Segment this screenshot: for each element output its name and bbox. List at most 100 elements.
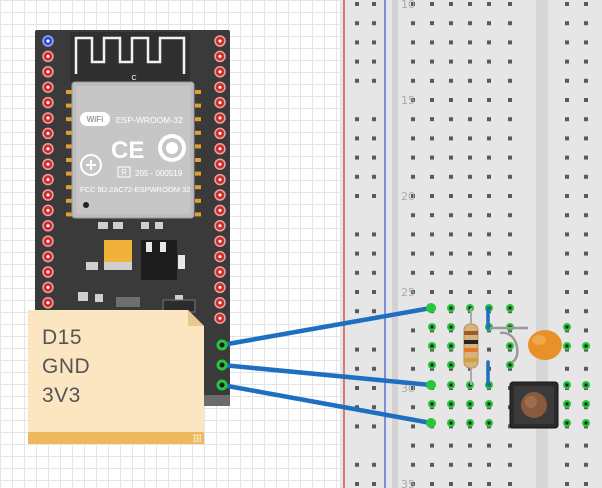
hole <box>508 194 512 198</box>
rail-hole <box>355 21 359 26</box>
note-body <box>28 310 204 432</box>
wire-gnd[interactable] <box>219 362 434 388</box>
resize-grip-icon[interactable] <box>193 434 201 442</box>
connected-hole-center <box>468 402 472 406</box>
rail-hole <box>355 405 359 410</box>
hole <box>487 117 491 122</box>
wire-d15[interactable] <box>219 305 434 348</box>
hole <box>487 21 491 26</box>
hole <box>584 136 588 141</box>
hole <box>508 251 512 256</box>
hole <box>430 232 434 237</box>
hole <box>584 270 588 275</box>
chip-pin <box>178 255 185 269</box>
wire-endpoint-board-center <box>219 362 225 368</box>
pin-right-center <box>218 54 222 58</box>
hole <box>584 59 588 64</box>
hole <box>584 21 588 26</box>
hole <box>468 117 472 122</box>
breadboard-center-channel <box>536 0 548 488</box>
rail-hole <box>355 270 359 275</box>
connected-hole-center <box>565 421 569 425</box>
hole <box>411 270 415 275</box>
breadboard-divider <box>392 0 398 488</box>
hole <box>411 462 415 467</box>
antenna-trace <box>74 36 186 74</box>
hole <box>411 251 415 256</box>
connected-hole-center <box>430 363 434 367</box>
pushbutton[interactable] <box>509 381 559 429</box>
connected-hole-center <box>449 344 453 348</box>
hole <box>468 78 472 83</box>
pin-right-center <box>218 131 222 135</box>
wire-endpoint-breadboard <box>426 303 436 313</box>
hole <box>411 40 415 45</box>
chip-pin <box>146 242 152 252</box>
fcc-id: FCC 9D:2AC72-ESPWROOM 32 <box>80 185 190 194</box>
hole <box>584 78 588 83</box>
hole <box>584 155 588 160</box>
pin-left-center <box>46 70 50 74</box>
connected-hole-center <box>449 325 453 329</box>
hole <box>468 462 472 467</box>
resistor[interactable] <box>463 308 479 385</box>
hole <box>430 155 434 160</box>
hole <box>430 482 434 486</box>
hole <box>411 405 415 410</box>
antenna-area <box>70 32 190 82</box>
hole <box>584 2 588 6</box>
hole <box>449 2 453 6</box>
note-line-d15: D15 <box>42 326 83 349</box>
r-mark-box <box>117 166 131 178</box>
pin-right-center <box>218 224 222 228</box>
hole <box>565 270 569 275</box>
hole <box>584 366 588 371</box>
hole <box>468 2 472 6</box>
hole <box>430 136 434 141</box>
pin-left-center <box>46 239 50 243</box>
hole <box>565 78 569 83</box>
pin-right-center <box>218 162 222 166</box>
connected-hole-center <box>449 402 453 406</box>
regulator-tab <box>104 262 132 270</box>
hole <box>508 270 512 275</box>
rail-hole <box>372 2 376 6</box>
smd-part <box>78 292 88 301</box>
rail-hole <box>372 174 376 179</box>
pin-left-center <box>46 116 50 120</box>
module-pad-left <box>66 212 72 217</box>
hole <box>430 40 434 45</box>
wire-3v3[interactable] <box>219 382 434 426</box>
module-pad-left <box>66 117 72 122</box>
hole <box>449 290 453 294</box>
connected-hole-center <box>449 363 453 367</box>
hole <box>411 328 415 333</box>
bluetooth-logo-icon <box>80 154 102 176</box>
hole <box>584 98 588 102</box>
smd-part <box>141 222 149 229</box>
hole <box>430 59 434 64</box>
hole <box>584 443 588 448</box>
wire-endpoint-breadboard <box>426 418 436 428</box>
pin-left-center <box>46 162 50 166</box>
connected-hole-center <box>487 402 491 406</box>
pin-note[interactable]: D15 GND 3V3 <box>28 310 204 444</box>
hole <box>565 98 569 102</box>
hole <box>584 117 588 122</box>
hole <box>411 386 415 390</box>
pin-left-center <box>46 39 50 43</box>
hole <box>565 232 569 237</box>
pin-left-center <box>46 301 50 305</box>
hole <box>565 174 569 179</box>
hole <box>411 424 415 429</box>
esp32-board[interactable]: C WiFi ESP-WROOM-32 CE R 205 - 000519 FC… <box>35 30 230 406</box>
module-pad-left <box>66 103 72 108</box>
wires[interactable] <box>219 305 434 426</box>
hole <box>430 2 434 6</box>
hole <box>430 270 434 275</box>
hole <box>468 443 472 448</box>
hole <box>584 482 588 486</box>
pin-right-center <box>218 316 222 320</box>
wire-endpoint-board-center <box>219 382 225 388</box>
